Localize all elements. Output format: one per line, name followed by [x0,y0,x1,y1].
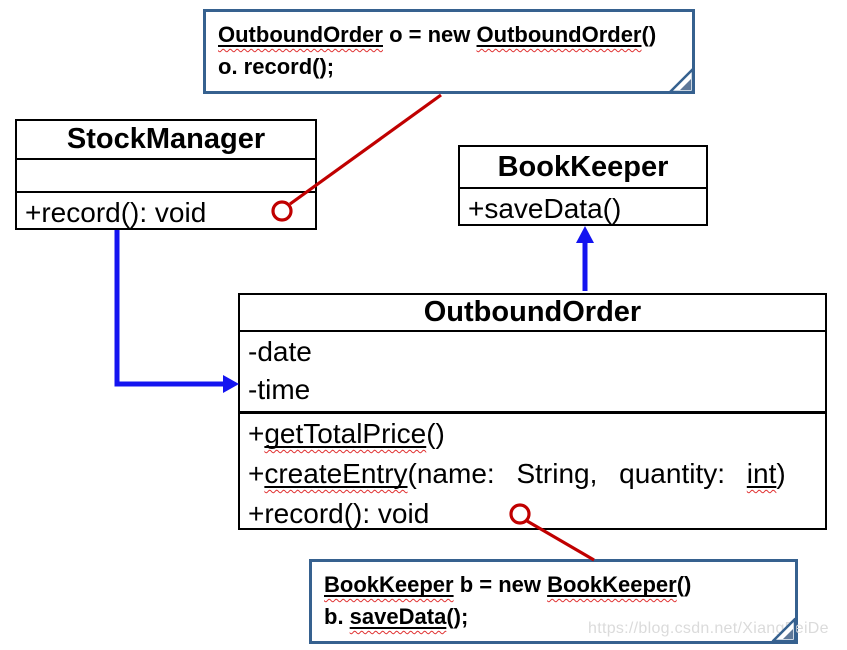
misspelled-text: OutboundOrder [476,22,642,47]
text-row: OutboundOrder o = new OutboundOrder() [218,19,680,51]
text-row: -time [248,374,311,405]
note-outboundorder-usage: OutboundOrder o = new OutboundOrder()o. … [203,9,695,94]
note-text: BookKeeper b = new BookKeeper()b. saveDa… [312,562,795,633]
methods-compartment: +getTotalPrice()+createEntry(name: Strin… [240,414,825,534]
text-segment: () [676,572,692,597]
text-segment: (name: String, quantity: [407,458,747,489]
misspelled-text: int [746,458,777,489]
misspelled-text: BookKeeper [324,572,454,597]
text-segment: o. record(); [218,54,335,79]
text-row: +record(): void [17,193,315,233]
text-segment: +record(): void [248,498,430,529]
note-text: OutboundOrder o = new OutboundOrder()o. … [206,12,692,83]
text-segment: + [248,418,265,449]
misspelled-text: saveData [349,604,447,629]
misspelled-text: getTotalPrice [264,418,427,449]
arrowhead-up-icon [576,226,594,243]
methods-compartment: +record(): void [17,193,315,233]
text-segment: (); [446,604,469,629]
arrowhead-right-icon [223,375,239,393]
text-segment: () [641,22,657,47]
class-outboundorder: OutboundOrder -date-time +getTotalPrice(… [238,293,827,530]
text-segment: () [426,418,445,449]
text-segment: +saveData() [468,193,622,224]
text-row: o. record(); [218,51,680,83]
class-stockmanager: StockManager +record(): void [15,119,317,230]
text-row: b. saveData(); [324,601,783,633]
attributes-compartment [17,160,315,193]
text-segment: + [248,458,265,489]
text-segment: b. [324,604,350,629]
misspelled-text: BookKeeper [547,572,677,597]
text-segment: ) [776,458,786,489]
text-row: +getTotalPrice() [240,414,825,454]
text-row: BookKeeper b = new BookKeeper() [324,569,783,601]
text-row: -date [248,336,312,367]
class-bookkeeper: BookKeeper +saveData() [458,145,708,226]
class-title: StockManager [17,121,315,160]
watermark-url: https://blog.csdn.net/XiangFeiDe [588,620,829,637]
methods-compartment: +saveData() [460,189,706,228]
text-segment: +record(): void [25,197,207,228]
arrow-stockmanager-to-outboundorder [114,230,223,387]
text-row: +record(): void [240,494,825,534]
class-title: BookKeeper [460,147,706,189]
text-row: +createEntry(name: String, quantity: int… [240,454,825,494]
attributes-compartment: -date -time [240,332,825,414]
misspelled-text: createEntry [264,458,408,489]
class-title: OutboundOrder [240,295,825,332]
text-segment: b = new [453,572,548,597]
text-row: +saveData() [460,189,706,228]
misspelled-text: OutboundOrder [218,22,383,47]
note-bookkeeper-usage: BookKeeper b = new BookKeeper()b. saveDa… [309,559,798,644]
text-segment: o = new [382,22,477,47]
